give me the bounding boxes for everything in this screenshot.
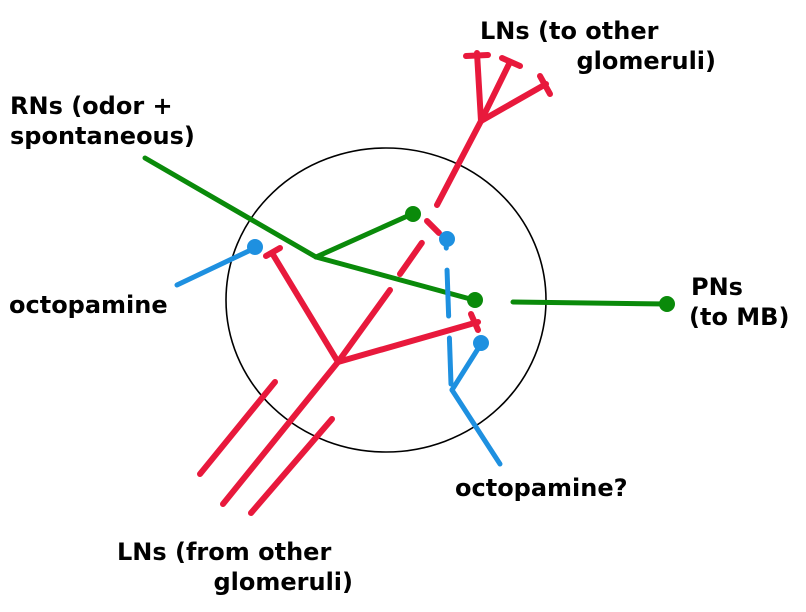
- rn-pn-terminals: [405, 206, 675, 312]
- ln-out-branch-2: [478, 59, 513, 124]
- ln-out-branch-1: [474, 50, 484, 124]
- pns-label-line-1: PNs: [691, 273, 743, 301]
- ln-branch-left: [269, 250, 341, 365]
- ln-fibers: [197, 50, 553, 516]
- octopamine-q-branch-lower: [449, 341, 484, 393]
- ln-tbar-top-2: [499, 55, 523, 69]
- octopamine-q-terminal-upper: [439, 231, 455, 247]
- pn-outgoing-fiber: [510, 299, 670, 307]
- pn-terminal: [659, 296, 675, 312]
- ln-tbar-top-1: [463, 52, 491, 59]
- rn-incoming-fiber: [142, 155, 319, 260]
- ln-incoming-fiber-1: [197, 379, 278, 477]
- octopamine-q-label: octopamine?: [455, 474, 628, 502]
- octopamine-q-fiber: [449, 387, 503, 467]
- ln-tbar-left: [263, 245, 283, 259]
- rn-terminal-upper: [405, 206, 421, 222]
- ln-tbar-inner: [424, 218, 442, 236]
- rns-label-line-2: spontaneous): [10, 122, 195, 150]
- ln-incoming-fiber-3: [248, 416, 335, 516]
- octopamine-q-branch-upper: [443, 237, 454, 387]
- octopamine-terminals: [247, 231, 489, 351]
- rns-label: RNs (odor + spontaneous): [10, 91, 195, 151]
- ln-out-branch-3: [478, 81, 549, 124]
- ln-branch-up: [335, 287, 393, 365]
- ln-tbar-right: [468, 311, 481, 333]
- octopamine-left-fiber: [174, 245, 258, 288]
- octopamine-left-terminal: [247, 239, 263, 255]
- rn-branch-upper: [313, 211, 415, 260]
- lns-to-label-line-2: glomeruli): [576, 47, 716, 75]
- pns-label: PNs (to MB): [689, 272, 789, 332]
- rn-terminal-lower: [467, 292, 483, 308]
- octopamine-left-label: octopamine: [9, 291, 168, 319]
- ln-outgoing-trunk: [434, 118, 484, 208]
- ln-tbar-top-3: [537, 73, 553, 97]
- octopamine-fibers: [174, 237, 503, 467]
- lns-from-label-line-1: LNs (from other: [117, 538, 332, 566]
- pns-label-line-2: (to MB): [689, 303, 790, 331]
- rn-pn-fibers: [142, 155, 670, 307]
- lns-to-label-line-1: LNs (to other: [480, 17, 659, 45]
- lns-from-label-line-2: glomeruli): [213, 568, 353, 596]
- octopamine-q-terminal-lower: [473, 335, 489, 351]
- rns-label-line-1: RNs (odor +: [10, 92, 173, 120]
- lns-from-label: LNs (from other glomeruli): [117, 537, 353, 597]
- lns-to-label: LNs (to other glomeruli): [480, 16, 716, 76]
- ln-branch-right: [335, 319, 481, 365]
- ln-inner-dashed: [397, 224, 436, 277]
- ln-incoming-fiber-2: [220, 359, 341, 507]
